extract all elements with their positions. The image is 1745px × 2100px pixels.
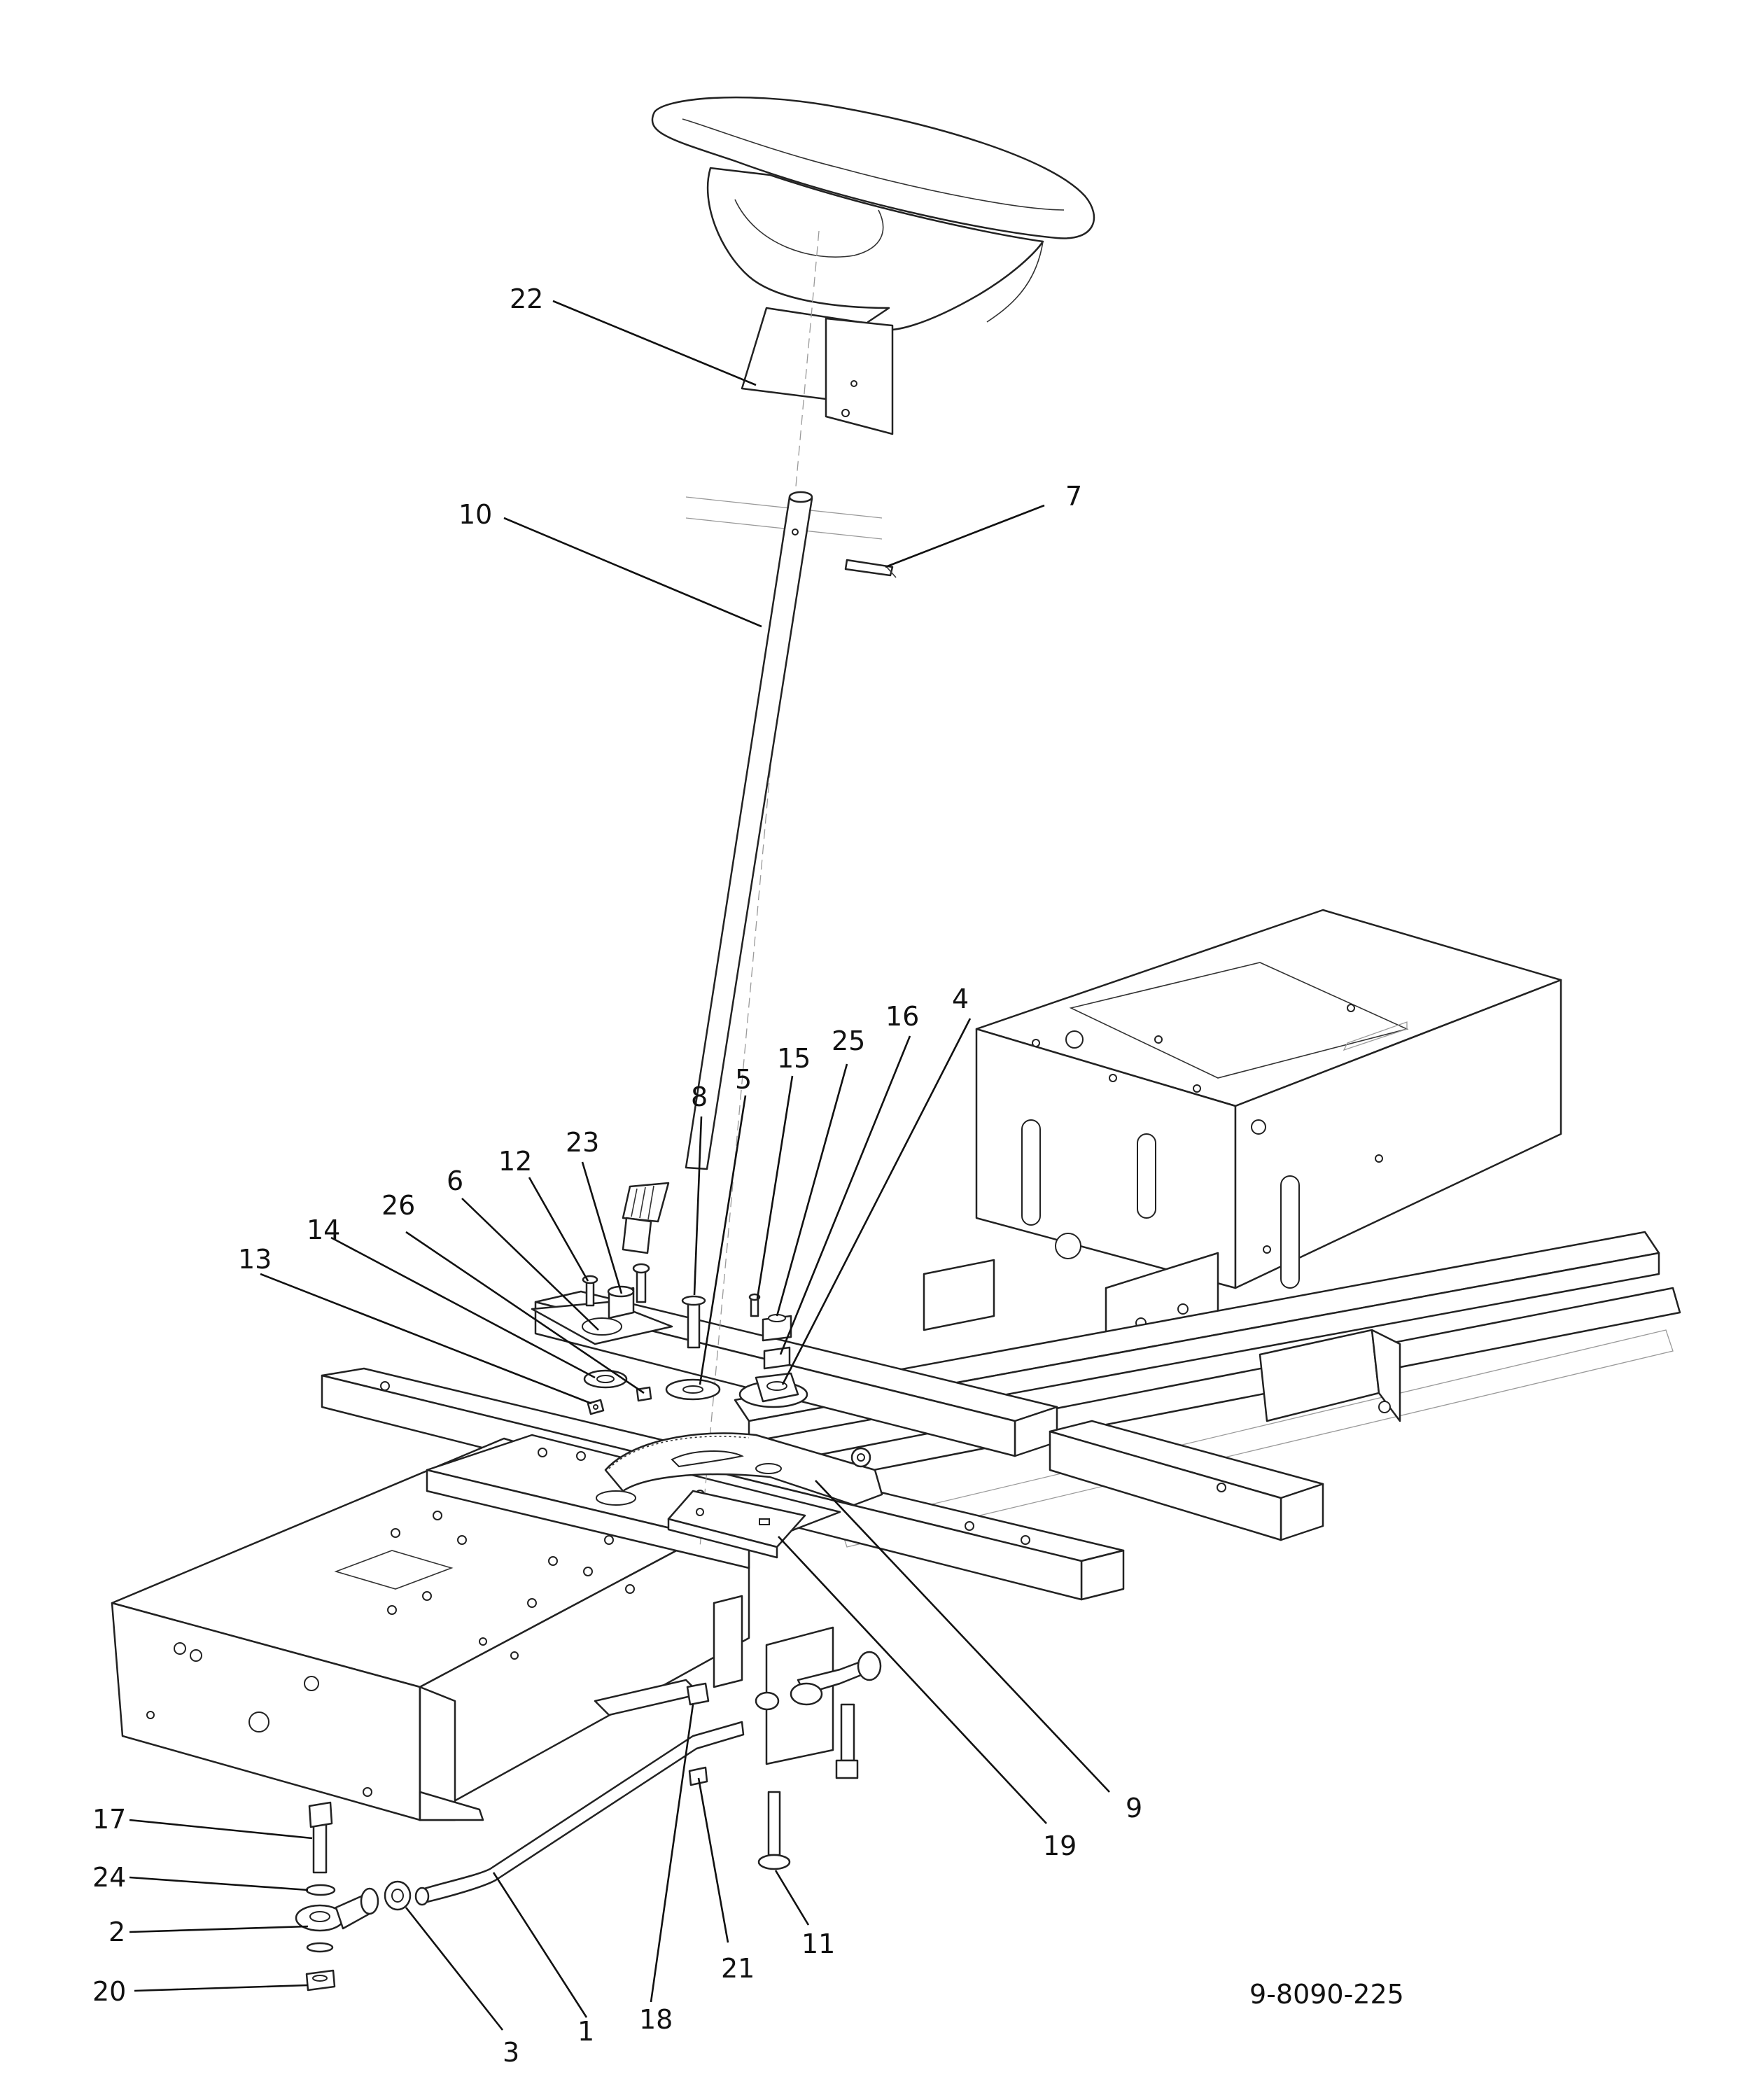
steering-plate — [667, 1490, 806, 1559]
label-part-24: 24 — [92, 1862, 126, 1893]
part-labels: 1 2 3 4 5 6 7 8 9 10 11 12 13 14 15 16 1… — [92, 284, 1404, 2068]
nut-18 — [686, 1682, 710, 1706]
leader-lines — [129, 300, 1110, 2031]
label-part-26: 26 — [381, 1190, 415, 1221]
label-part-6: 6 — [447, 1166, 463, 1196]
fastener-23b — [632, 1263, 650, 1303]
label-part-12: 12 — [498, 1146, 532, 1177]
label-part-8: 8 — [691, 1082, 708, 1112]
ball-joint-2 — [295, 1887, 379, 1932]
washer-24 — [305, 1884, 336, 1896]
washer-2b — [306, 1942, 334, 1953]
washer-14 — [583, 1369, 628, 1389]
roll-pin — [844, 559, 897, 578]
steering-wheel — [651, 96, 1095, 435]
label-part-16: 16 — [885, 1001, 919, 1032]
nut-25 — [762, 1314, 792, 1342]
label-part-2: 2 — [108, 1917, 125, 1947]
rear-frame-box — [923, 909, 1562, 1366]
nut-16 — [763, 1346, 791, 1370]
label-part-25: 25 — [832, 1026, 865, 1056]
bolt-17 — [308, 1801, 333, 1874]
bolt-11 — [757, 1791, 791, 1870]
steering-shaft — [622, 491, 813, 1254]
label-part-11: 11 — [801, 1928, 835, 1959]
bushing-4 — [738, 1372, 808, 1408]
label-part-23: 23 — [566, 1127, 599, 1158]
label-part-5: 5 — [735, 1064, 752, 1095]
label-part-17: 17 — [92, 1804, 126, 1835]
bearing-plate — [531, 1285, 673, 1345]
drag-link — [414, 1721, 745, 1906]
label-part-13: 13 — [238, 1244, 272, 1275]
label-part-4: 4 — [952, 983, 969, 1014]
tie-rod-end-right — [755, 1651, 882, 1779]
label-part-1: 1 — [577, 2016, 594, 2047]
label-part-7: 7 — [1065, 481, 1082, 512]
label-part-14: 14 — [307, 1214, 340, 1245]
label-part-21: 21 — [721, 1953, 755, 1984]
sector-gear — [604, 1432, 883, 1506]
label-part-9: 9 — [1126, 1793, 1142, 1823]
nut-20 — [305, 1969, 336, 1991]
label-part-10: 10 — [458, 499, 492, 530]
jam-nut-3 — [384, 1880, 412, 1911]
label-part-20: 20 — [92, 1976, 126, 2007]
bolt-8 — [681, 1295, 706, 1349]
nut-21 — [688, 1766, 708, 1786]
nut-13 — [587, 1399, 605, 1415]
label-part-15: 15 — [777, 1043, 811, 1074]
label-part-3: 3 — [503, 2037, 519, 2068]
label-part-22: 22 — [510, 284, 543, 314]
washer-5 — [665, 1378, 721, 1401]
label-part-18: 18 — [639, 2004, 673, 2035]
label-part-19: 19 — [1043, 1830, 1077, 1861]
drawing-number: 9-8090-225 — [1249, 1979, 1404, 2010]
